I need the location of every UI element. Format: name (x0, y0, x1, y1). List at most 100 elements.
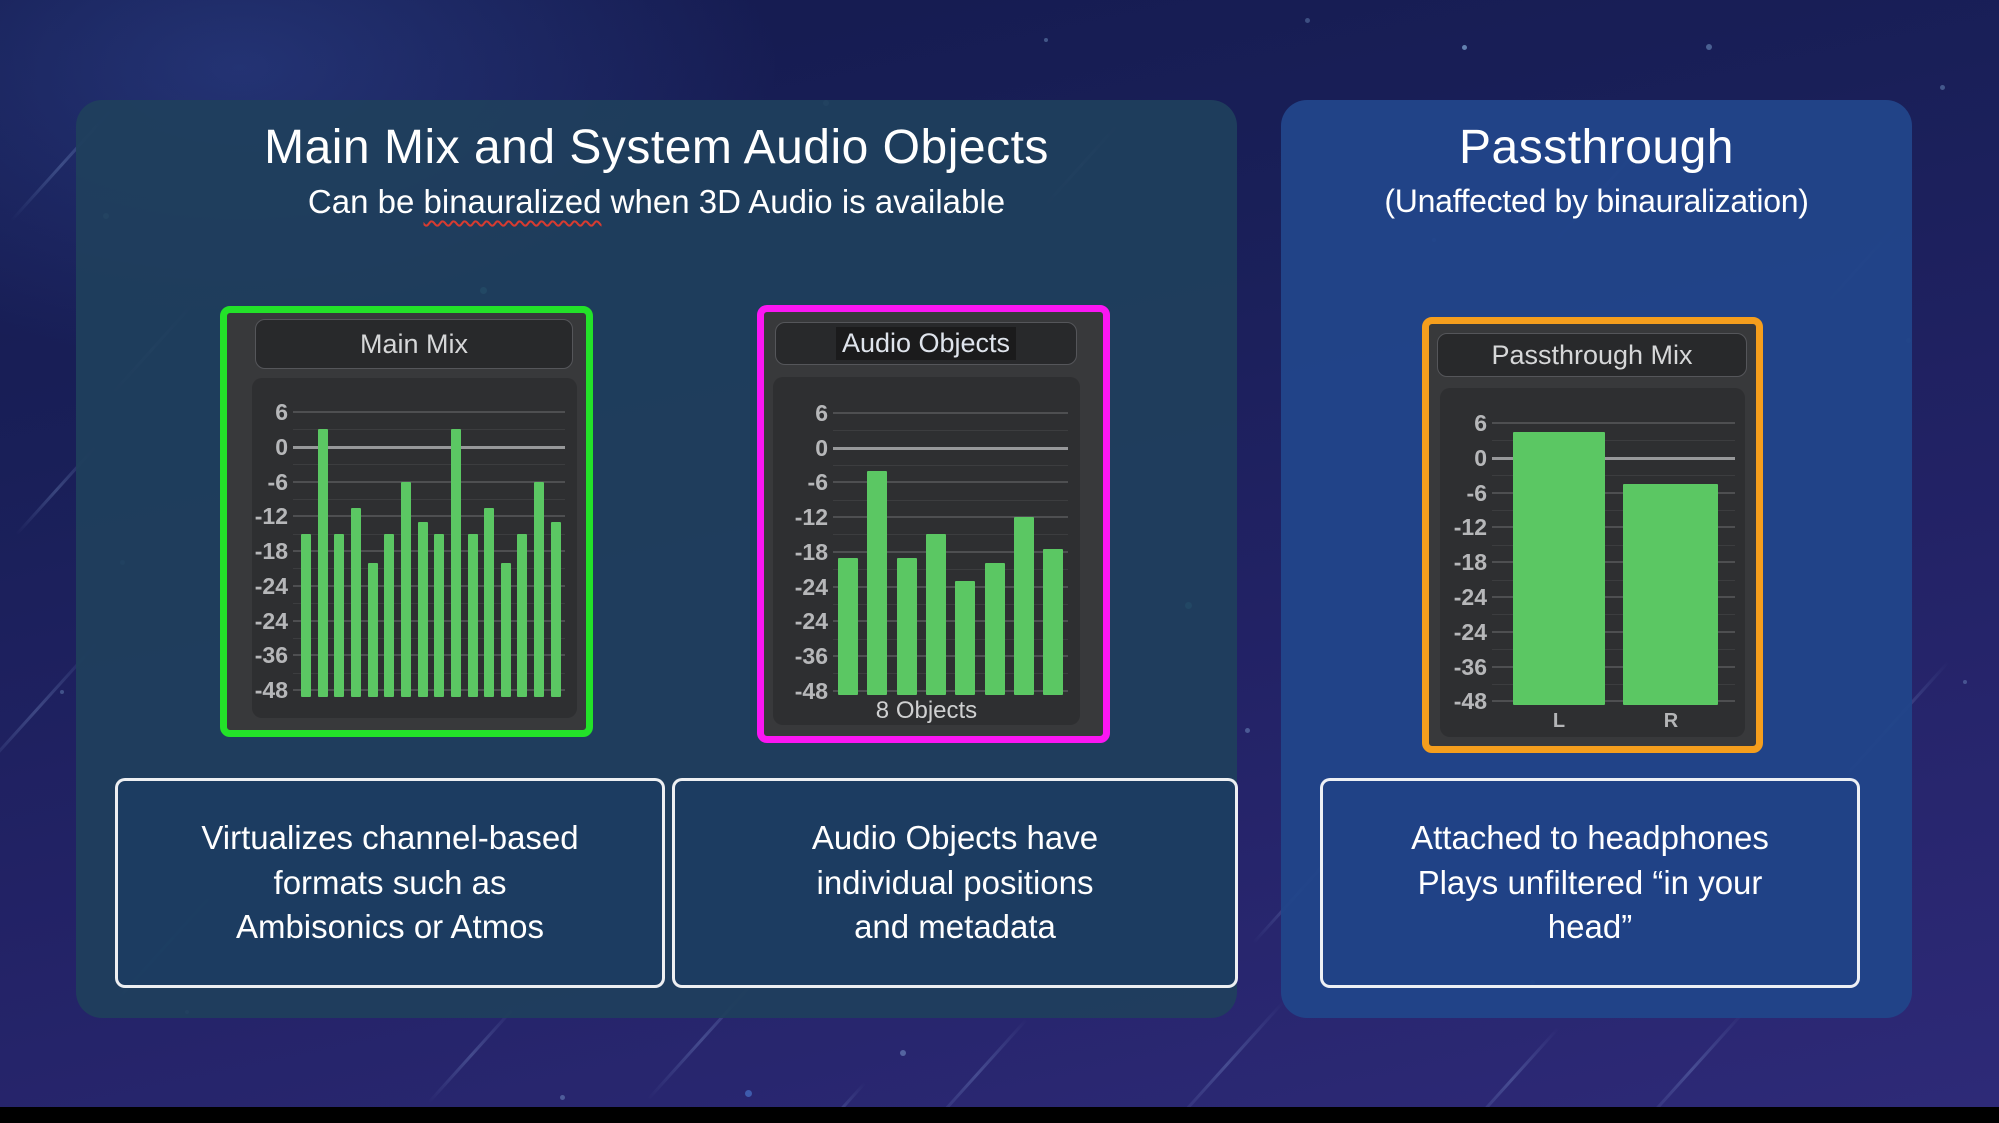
tick-label: -18 (1453, 549, 1487, 576)
gridline-minor (1492, 440, 1735, 442)
meter-bar (955, 580, 976, 695)
channel-label-l: L (1552, 710, 1566, 732)
gridline-minor (833, 569, 1068, 571)
left-panel-title: Main Mix and System Audio Objects (264, 121, 1049, 174)
main-mix-meter-title: Main Mix (255, 319, 573, 369)
tick-label: -36 (794, 642, 828, 669)
meter-bar (317, 429, 328, 697)
gridline (293, 619, 565, 622)
tick-label: -24 (1453, 584, 1487, 610)
tick-label: 6 (815, 400, 828, 426)
meter-bar (400, 481, 411, 697)
tick-label: -6 (807, 469, 828, 496)
gridline (833, 620, 1068, 623)
meter-bar (1043, 548, 1064, 695)
gridline (833, 412, 1068, 414)
gridline-minor (1492, 684, 1735, 685)
gridline (1492, 526, 1735, 529)
info-box-line: formats such as (273, 863, 507, 901)
tick-label: -24 (794, 608, 828, 635)
tick-label: 0 (815, 434, 828, 461)
subtitle-suffix: when 3D Audio is available (601, 183, 1006, 221)
meter-bar (417, 522, 428, 697)
info-box-line: Attached to headphones (1411, 818, 1769, 856)
tick-label: -24 (254, 572, 288, 599)
gridline-minor (833, 499, 1068, 501)
meter-bar (1623, 483, 1718, 705)
tick-label: -24 (254, 607, 288, 634)
gridline-minor (833, 603, 1068, 605)
background-star-dot (560, 1095, 565, 1100)
gridline-minor (833, 638, 1068, 640)
meter-footer-label: 8 Objects (875, 697, 978, 724)
gridline (1492, 491, 1735, 494)
meter-bar (434, 533, 445, 697)
info-box-line: and metadata (854, 908, 1056, 946)
background-star-dot (1940, 85, 1945, 90)
background-star-dot (1044, 38, 1048, 42)
tick-label: 0 (1474, 444, 1487, 471)
tick-label: -18 (254, 538, 288, 564)
gridline (1492, 596, 1735, 598)
tick-label: -6 (1466, 479, 1487, 506)
gridline-minor (293, 498, 565, 500)
gridline-minor (293, 568, 565, 570)
gridline-minor (1492, 649, 1735, 651)
tick-label: -48 (254, 677, 288, 703)
channel-label-r: R (1663, 710, 1679, 732)
info-box-line: Virtualizes channel-based (201, 818, 579, 856)
gridline (1492, 700, 1735, 703)
meter-bar (1513, 431, 1605, 705)
meter-bar (517, 533, 528, 697)
background-star-dot (1245, 728, 1250, 733)
info-box-line: Audio Objects have (811, 818, 1099, 856)
background-star-dot (1706, 44, 1712, 50)
info-box-virtualizes: Virtualizes channel-based formats such as… (115, 778, 665, 988)
gridline-minor (833, 534, 1068, 536)
gridline-minor (1492, 475, 1735, 477)
background-streak (1168, 1000, 1285, 1123)
meter-bar (467, 533, 478, 697)
meter-bar (984, 563, 1005, 695)
tick-label: -24 (1453, 618, 1487, 645)
gridline (293, 550, 565, 552)
tick-label: -48 (1453, 688, 1487, 715)
meter-bar (867, 470, 888, 695)
gridline (293, 584, 565, 587)
meter-title-text: Passthrough Mix (1491, 339, 1693, 370)
tick-label: -24 (794, 573, 828, 600)
gridline-minor (293, 464, 565, 466)
tick-label: -12 (1453, 514, 1487, 541)
meter-bar (367, 562, 378, 697)
meter-title-text: Audio Objects (835, 327, 1017, 360)
tick-label: -36 (254, 642, 288, 669)
meter-bar (534, 481, 545, 697)
background-star-dot (60, 690, 64, 694)
gridline (293, 515, 565, 518)
info-box-line: Plays unfiltered “in your (1417, 863, 1763, 901)
audio-objects-meter-title: Audio Objects (775, 322, 1077, 365)
gridline-minor (1492, 544, 1735, 546)
meter-bar (550, 522, 561, 697)
gridline-minor (833, 465, 1068, 467)
info-box-line: Ambisonics or Atmos (235, 908, 545, 946)
background-star-dot (1963, 680, 1967, 684)
background-star-dot (900, 1050, 906, 1056)
tick-label: -6 (267, 468, 288, 495)
tick-label: -36 (1453, 653, 1487, 680)
gridline-minor (833, 673, 1068, 675)
info-box-line: individual positions (816, 863, 1094, 901)
tick-label: -12 (794, 504, 828, 531)
gridline (833, 516, 1068, 519)
gridline (833, 446, 1068, 450)
meter-bar (838, 557, 858, 695)
meter-bar (350, 507, 361, 697)
gridline (1492, 561, 1735, 564)
gridline (1492, 665, 1735, 668)
